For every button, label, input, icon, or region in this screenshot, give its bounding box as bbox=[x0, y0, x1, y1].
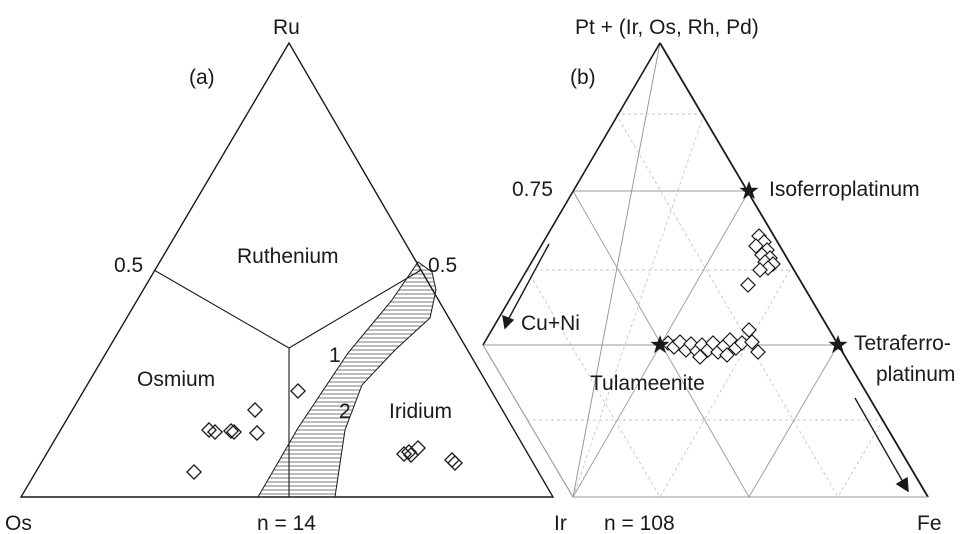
edge-pt-ir bbox=[482, 42, 661, 346]
data-point bbox=[692, 349, 708, 365]
data-point bbox=[748, 238, 764, 254]
field-1-label: 1 bbox=[329, 344, 341, 367]
apex-pt-label: Pt + (Ir, Os, Rh, Pd) bbox=[575, 16, 759, 39]
data-point bbox=[750, 344, 766, 360]
apex-ir-label: Ir bbox=[554, 512, 567, 534]
panel-b-label: (b) bbox=[570, 66, 596, 89]
field-ruthenium-label: Ruthenium bbox=[237, 245, 339, 268]
apex-os-label: Os bbox=[5, 512, 32, 534]
data-point bbox=[223, 423, 239, 439]
data-point bbox=[447, 455, 463, 471]
star-tulameenite bbox=[650, 335, 670, 354]
tick-0.75-label: 0.75 bbox=[512, 178, 553, 201]
data-point bbox=[734, 335, 750, 351]
panel-a-n-label: n = 14 bbox=[257, 512, 316, 534]
panel-a-points bbox=[186, 383, 463, 480]
data-point bbox=[741, 322, 757, 338]
data-point bbox=[247, 402, 263, 418]
fe-arrow bbox=[854, 397, 909, 493]
tetraferroplatinum-label-line2: platinum bbox=[876, 363, 955, 386]
star-tetraferroplatinum bbox=[828, 335, 848, 354]
boundary-ruthenium-iridium bbox=[288, 269, 422, 349]
tick-right-0.5: 0.5 bbox=[428, 254, 457, 277]
data-point bbox=[403, 447, 419, 463]
data-point bbox=[207, 424, 223, 440]
tetraferroplatinum-label-line1: Tetraferro- bbox=[854, 332, 951, 355]
isoferroplatinum-label: Isoferroplatinum bbox=[769, 178, 920, 201]
panel-b-n-label: n = 108 bbox=[604, 512, 675, 534]
data-point bbox=[249, 425, 265, 441]
tulameenite-label: Tulameenite bbox=[590, 372, 705, 395]
data-point bbox=[290, 383, 306, 399]
field-iridium-label: Iridium bbox=[389, 400, 452, 423]
data-point bbox=[226, 424, 242, 440]
phase-stars bbox=[650, 181, 848, 354]
panel-a-label: (a) bbox=[189, 66, 215, 89]
panel-b: (b) Pt + (Ir, Os, Rh, Pd) Ir Fe 0.75 Iso… bbox=[482, 16, 955, 534]
data-point bbox=[401, 444, 417, 460]
data-point bbox=[201, 422, 217, 438]
boundary-osmium-ruthenium bbox=[153, 269, 290, 349]
data-point bbox=[410, 440, 426, 456]
data-point bbox=[186, 464, 202, 480]
grid-minor bbox=[526, 113, 884, 498]
data-point bbox=[752, 262, 768, 278]
panel-a: (a) Ru Os 0.5 0.5 Ruthenium Osmium Iridi… bbox=[5, 16, 555, 534]
panel-b-points bbox=[660, 228, 781, 365]
field-2-label: 2 bbox=[339, 400, 351, 423]
cu-ni-arrow bbox=[502, 243, 550, 330]
data-point bbox=[744, 334, 760, 350]
edge-ir-lower bbox=[482, 344, 574, 498]
triangle-a bbox=[19, 41, 555, 498]
field-osmium-label: Osmium bbox=[137, 368, 215, 391]
edge-pt-fe bbox=[659, 42, 929, 498]
apex-ru-label: Ru bbox=[273, 16, 300, 39]
star-isoferroplatinum bbox=[739, 181, 759, 200]
data-point bbox=[444, 452, 460, 468]
cu-ni-label: Cu+Ni bbox=[521, 312, 580, 335]
tick-left-0.5: 0.5 bbox=[114, 254, 143, 277]
apex-fe-label: Fe bbox=[917, 512, 942, 534]
data-point bbox=[719, 347, 735, 363]
data-point bbox=[740, 277, 756, 293]
hatched-band bbox=[257, 261, 437, 498]
